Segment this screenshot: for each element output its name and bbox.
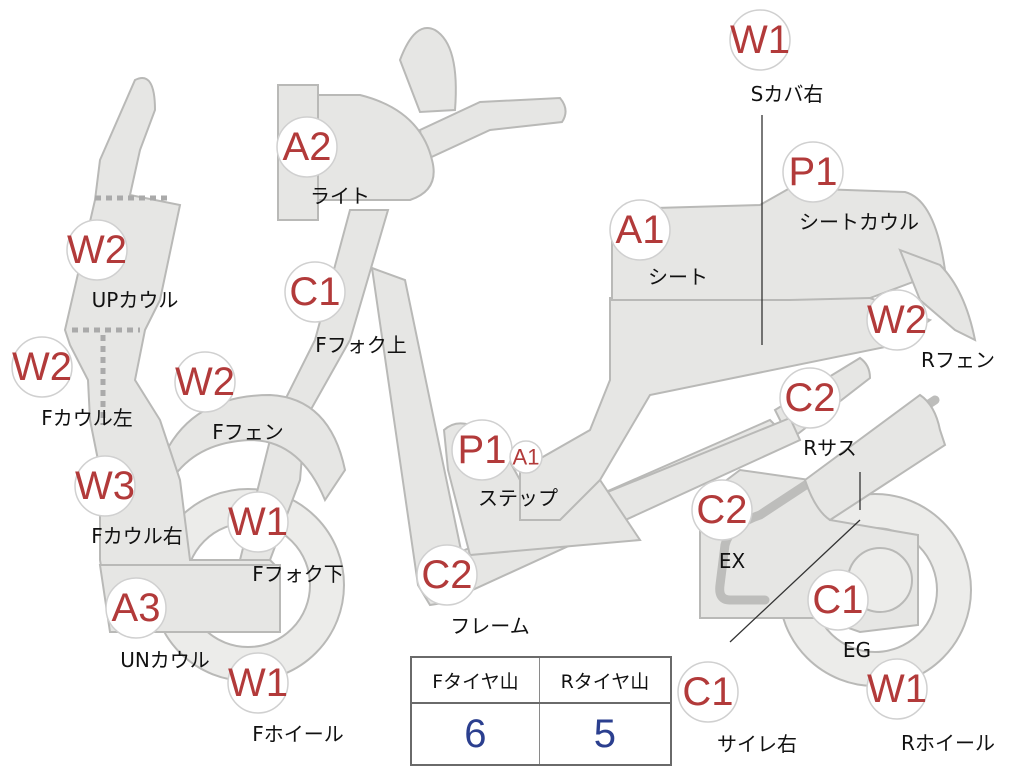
damage-code-badge bbox=[609, 199, 671, 261]
part-label: EG bbox=[843, 638, 871, 662]
leader-line-silencer bbox=[729, 519, 861, 643]
mirror-shape bbox=[398, 27, 457, 114]
headlight-shape bbox=[309, 94, 435, 201]
callout-frame: C2 フレーム bbox=[416, 544, 530, 638]
callout-seat-cowl: P1 シートカウル bbox=[782, 141, 919, 234]
part-label: EX bbox=[719, 549, 746, 573]
callout-under-cowl: A3 UNカウル bbox=[105, 577, 210, 672]
damage-code: P1 bbox=[458, 428, 507, 472]
front-fender-shape bbox=[160, 393, 347, 503]
front-tire-tread-header: Fタイヤ山 bbox=[410, 656, 540, 704]
part-label: Fフォク上 bbox=[315, 333, 407, 357]
callout-rear-shock: C2 Rサス bbox=[779, 367, 857, 460]
handlebar-shape bbox=[418, 96, 567, 162]
rear-tire-tread-value: 5 bbox=[538, 702, 672, 766]
damage-code: W2 bbox=[175, 360, 235, 404]
part-label: Fカウル左 bbox=[41, 406, 133, 430]
tire-tread-header-row: Fタイヤ山 Rタイヤ山 bbox=[410, 656, 672, 704]
damage-code-badge bbox=[227, 652, 289, 714]
damage-code: W1 bbox=[867, 667, 927, 711]
part-label: Fフォク下 bbox=[252, 562, 344, 586]
damage-code-badge bbox=[691, 479, 753, 541]
damage-code: W2 bbox=[12, 345, 72, 389]
callout-s-cover-right: W1 Sカバ右 bbox=[729, 9, 824, 106]
damage-code: A3 bbox=[112, 586, 161, 630]
part-label: Fフェン bbox=[212, 420, 284, 444]
damage-code: C1 bbox=[682, 670, 733, 714]
callout-step: P1 A1 ステップ bbox=[451, 419, 558, 510]
callout-upper-cowl: W2 UPカウル bbox=[66, 219, 179, 312]
damage-code: C2 bbox=[784, 376, 835, 420]
damage-code-badge bbox=[416, 544, 478, 606]
tail-cowl-shape bbox=[898, 248, 977, 342]
damage-code-badge bbox=[866, 289, 928, 351]
damage-code: W1 bbox=[228, 500, 288, 544]
callout-exhaust: C2 EX bbox=[691, 479, 753, 573]
damage-code-badge bbox=[276, 116, 338, 178]
part-label: Sカバ右 bbox=[751, 82, 824, 106]
part-label: Fホイール bbox=[252, 722, 344, 746]
callout-front-cowl-left: W2 Fカウル左 bbox=[11, 336, 133, 430]
damage-code-badge-secondary bbox=[509, 440, 543, 474]
callout-engine: C1 EG bbox=[807, 569, 871, 662]
callout-front-cowl-right: W3 Fカウル右 bbox=[74, 455, 183, 548]
part-label: ライト bbox=[310, 184, 370, 208]
damage-code: W3 bbox=[75, 464, 135, 508]
damage-code: W1 bbox=[730, 18, 790, 62]
callout-silencer-right: C1 サイレ右 bbox=[677, 661, 797, 756]
part-label: ステップ bbox=[478, 486, 558, 510]
part-label: UPカウル bbox=[92, 288, 179, 312]
damage-code-badge bbox=[11, 336, 73, 398]
damage-code-badge bbox=[677, 661, 739, 723]
part-label: サイレ右 bbox=[717, 732, 797, 756]
damage-code: A2 bbox=[283, 125, 332, 169]
damage-code-badge bbox=[227, 491, 289, 553]
part-label: Rサス bbox=[803, 436, 857, 460]
damage-code-badge bbox=[174, 351, 236, 413]
part-label: シートカウル bbox=[799, 210, 919, 234]
damage-code-badge bbox=[782, 141, 844, 203]
damage-code: W2 bbox=[67, 228, 127, 272]
part-callouts: W1 Sカバ右 A2 ライト P1 シートカウル A1 シート W2 UPカウル… bbox=[11, 9, 995, 756]
damage-code: A1 bbox=[616, 208, 665, 252]
tire-tread-value-row: 6 5 bbox=[410, 702, 672, 766]
damage-code-badge bbox=[807, 569, 869, 631]
damage-code-badge bbox=[105, 577, 167, 639]
damage-code-badge bbox=[779, 367, 841, 429]
part-label: Rフェン bbox=[921, 348, 995, 372]
callout-seat: A1 シート bbox=[609, 199, 708, 289]
damage-code-secondary: A1 bbox=[513, 445, 540, 470]
muffler-shape bbox=[803, 393, 947, 522]
callout-rear-wheel: W1 Rホイール bbox=[866, 658, 995, 755]
damage-code: W2 bbox=[867, 298, 927, 342]
part-label: UNカウル bbox=[120, 648, 210, 672]
front-tire-tread-value: 6 bbox=[410, 702, 540, 766]
callout-front-fender: W2 Fフェン bbox=[174, 351, 284, 444]
damage-code-badge bbox=[284, 261, 346, 323]
part-label: Fカウル右 bbox=[91, 524, 183, 548]
damage-code: W1 bbox=[228, 661, 288, 705]
damage-code: C2 bbox=[696, 488, 747, 532]
callout-rear-fender: W2 Rフェン bbox=[866, 289, 995, 372]
part-label: シート bbox=[648, 265, 708, 289]
damage-code: C2 bbox=[421, 553, 472, 597]
part-label: フレーム bbox=[450, 614, 529, 638]
callout-fork-lower: W1 Fフォク下 bbox=[227, 491, 344, 586]
damage-code-badge bbox=[66, 219, 128, 281]
damage-code: P1 bbox=[789, 150, 838, 194]
callout-headlight: A2 ライト bbox=[276, 116, 370, 208]
callout-fork-upper: C1 Fフォク上 bbox=[284, 261, 407, 357]
rear-tire-tread-header: Rタイヤ山 bbox=[538, 656, 672, 704]
damage-code-badge bbox=[866, 658, 928, 720]
damage-code: C1 bbox=[812, 578, 863, 622]
damage-code-badge bbox=[74, 455, 136, 517]
callout-front-wheel: W1 Fホイール bbox=[227, 652, 344, 746]
damage-code-badge bbox=[729, 9, 791, 71]
tire-tread-table: Fタイヤ山 Rタイヤ山 6 5 bbox=[410, 656, 672, 766]
part-label: Rホイール bbox=[901, 731, 995, 755]
damage-code: C1 bbox=[289, 270, 340, 314]
